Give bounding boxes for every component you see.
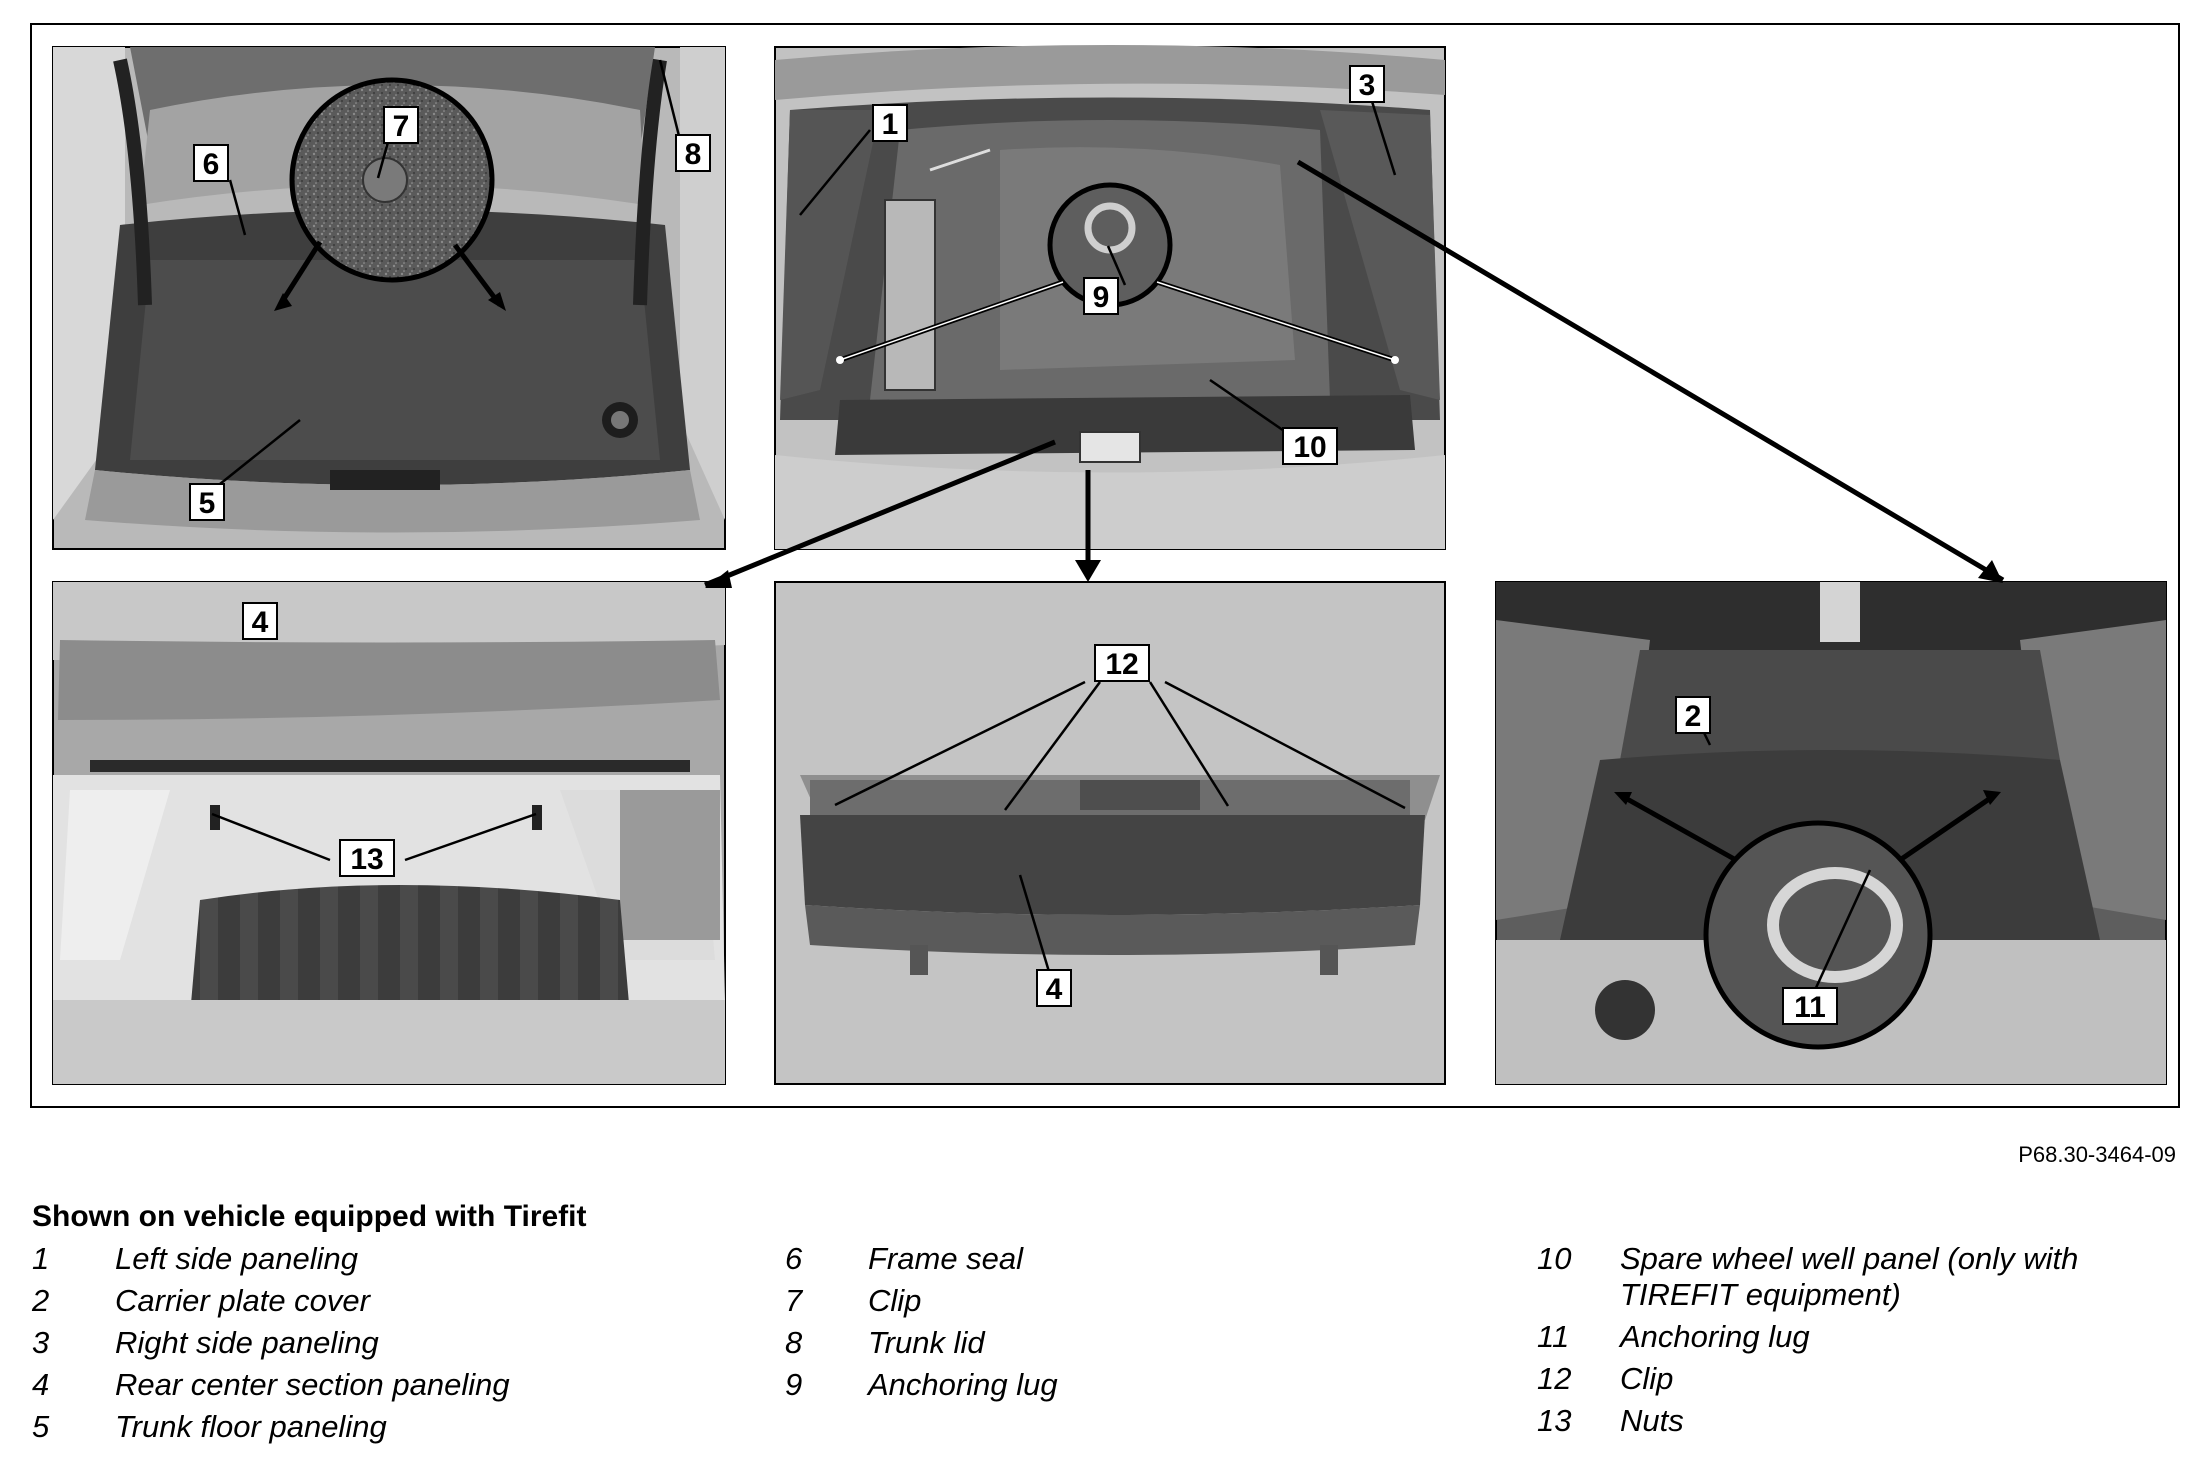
legend-label: Nuts	[1620, 1403, 1684, 1438]
svg-text:7: 7	[393, 110, 410, 143]
legend-number: 3	[32, 1325, 50, 1360]
legend-number: 12	[1537, 1361, 1572, 1396]
callout-6: 6	[193, 144, 229, 182]
legend-number: 6	[785, 1241, 803, 1276]
legend-label: Clip	[868, 1283, 922, 1318]
legend-label-line: TIREFIT equipment)	[1620, 1277, 1901, 1312]
svg-text:4: 4	[252, 606, 269, 639]
connector-arrow-right	[1978, 560, 2003, 583]
callout-12: 12	[1094, 644, 1150, 682]
legend-number: 2	[32, 1283, 50, 1318]
photo-rear-paneling-installed	[52, 581, 726, 1085]
svg-text:8: 8	[685, 138, 702, 171]
legend-label: Left side paneling	[115, 1241, 359, 1276]
legend-label: Rear center section paneling	[115, 1367, 510, 1402]
svg-text:6: 6	[203, 148, 220, 181]
callout-5: 5	[189, 483, 225, 521]
svg-text:1: 1	[882, 108, 899, 141]
callout-4-removed: 4	[1036, 969, 1072, 1007]
legend-label: Clip	[1620, 1361, 1674, 1396]
connector-arrow-left	[705, 570, 732, 588]
legend-label: Trunk floor paneling	[115, 1409, 387, 1444]
legend-label: Trunk lid	[868, 1325, 985, 1360]
legend-number: 10	[1537, 1241, 1572, 1276]
part-code: P68.30-3464-09	[2018, 1142, 2176, 1167]
legend-label-line: Spare wheel well panel (only with	[1620, 1241, 2079, 1276]
callout-2: 2	[1675, 696, 1711, 734]
diagram: 1 2 3 4 4 5 6 7 8 9 10 11	[52, 45, 2167, 1085]
callout-1: 1	[872, 104, 908, 142]
svg-text:2: 2	[1685, 700, 1702, 733]
legend-label: Frame seal	[868, 1241, 1024, 1276]
legend-number: 1	[32, 1241, 50, 1276]
connector-arrow-center	[1075, 560, 1101, 582]
callout-10: 10	[1282, 427, 1338, 465]
leader-lines	[209, 59, 1872, 991]
connector-lines	[704, 159, 2005, 588]
svg-text:12: 12	[1105, 648, 1138, 681]
svg-text:5: 5	[199, 487, 216, 520]
callout-11: 11	[1782, 987, 1838, 1025]
legend-number: 11	[1537, 1319, 1570, 1354]
svg-text:3: 3	[1359, 69, 1376, 102]
legend-label: Anchoring lug	[1620, 1319, 1810, 1354]
legend-label: Spare wheel well panel (only with TIREFI…	[1620, 1241, 2078, 1313]
legend-heading: Shown on vehicle equipped with Tirefit	[32, 1200, 587, 1233]
svg-text:10: 10	[1293, 431, 1326, 464]
callout-9: 9	[1083, 277, 1119, 315]
legend-number: 7	[785, 1283, 803, 1318]
callout-7: 7	[383, 106, 419, 144]
legend-label: Carrier plate cover	[115, 1283, 370, 1318]
callout-4-installed: 4	[242, 602, 278, 640]
svg-text:4: 4	[1046, 973, 1063, 1006]
svg-text:13: 13	[350, 843, 383, 876]
callout-8: 8	[675, 134, 711, 172]
legend-number: 9	[785, 1367, 803, 1402]
svg-text:9: 9	[1093, 281, 1110, 314]
svg-text:11: 11	[1794, 991, 1826, 1024]
legend-number: 8	[785, 1325, 803, 1360]
legend-number: 13	[1537, 1403, 1572, 1438]
legend-number: 5	[32, 1409, 50, 1444]
callout-13: 13	[339, 839, 395, 877]
legend-label: Anchoring lug	[868, 1367, 1058, 1402]
callout-3: 3	[1349, 65, 1385, 103]
legend-number: 4	[32, 1367, 50, 1402]
legend-label: Right side paneling	[115, 1325, 379, 1360]
